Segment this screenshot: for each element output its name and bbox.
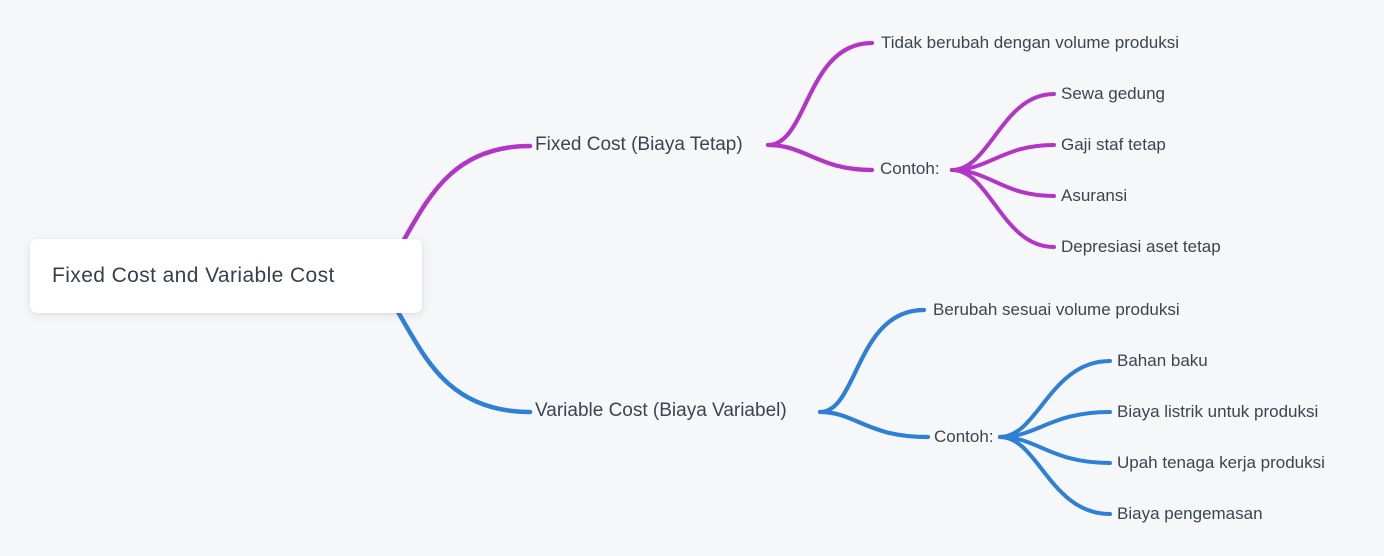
node-variable-contoh[interactable]: Contoh:: [934, 427, 994, 446]
variable-branch-links: [395, 307, 1112, 516]
node-variable-cost[interactable]: Variable Cost (Biaya Variabel): [535, 400, 787, 421]
node-root[interactable]: Fixed Cost and Variable Cost: [30, 239, 422, 313]
link-fixed-to-desc: [765, 40, 875, 148]
node-depresiasi-aset-tetap[interactable]: Depresiasi aset tetap: [1061, 237, 1221, 256]
link-root-to-variable: [395, 309, 533, 415]
node-upah-tenaga-kerja[interactable]: Upah tenaga kerja produksi: [1117, 453, 1325, 472]
fixed-branch-links: [395, 40, 1056, 253]
node-biaya-pengemasan[interactable]: Biaya pengemasan: [1117, 504, 1263, 523]
node-sewa-gedung[interactable]: Sewa gedung: [1061, 84, 1165, 103]
node-variable-desc[interactable]: Berubah sesuai volume produksi: [933, 300, 1180, 319]
link-variable-to-desc: [817, 307, 927, 415]
node-fixed-cost[interactable]: Fixed Cost (Biaya Tetap): [535, 134, 743, 155]
node-gaji-staf-tetap[interactable]: Gaji staf tetap: [1061, 135, 1166, 154]
node-fixed-desc[interactable]: Tidak berubah dengan volume produksi: [881, 33, 1180, 52]
link-contoh-to-bahan-baku: [998, 359, 1112, 439]
node-bahan-baku[interactable]: Bahan baku: [1117, 351, 1208, 370]
node-biaya-listrik[interactable]: Biaya listrik untuk produksi: [1117, 402, 1319, 421]
link-contoh-to-pengemasan: [998, 435, 1112, 516]
node-fixed-contoh[interactable]: Contoh:: [880, 159, 940, 178]
link-contoh-to-sewa-gedung: [950, 92, 1056, 172]
link-fixed-to-contoh: [765, 142, 875, 173]
link-variable-to-contoh: [817, 409, 931, 440]
link-contoh-to-biaya-listrik: [998, 410, 1112, 439]
link-root-to-fixed: [395, 143, 533, 253]
node-asuransi[interactable]: Asuransi: [1061, 186, 1128, 205]
root-node-label: Fixed Cost and Variable Cost: [52, 264, 335, 287]
link-contoh-to-depresiasi: [950, 168, 1056, 249]
